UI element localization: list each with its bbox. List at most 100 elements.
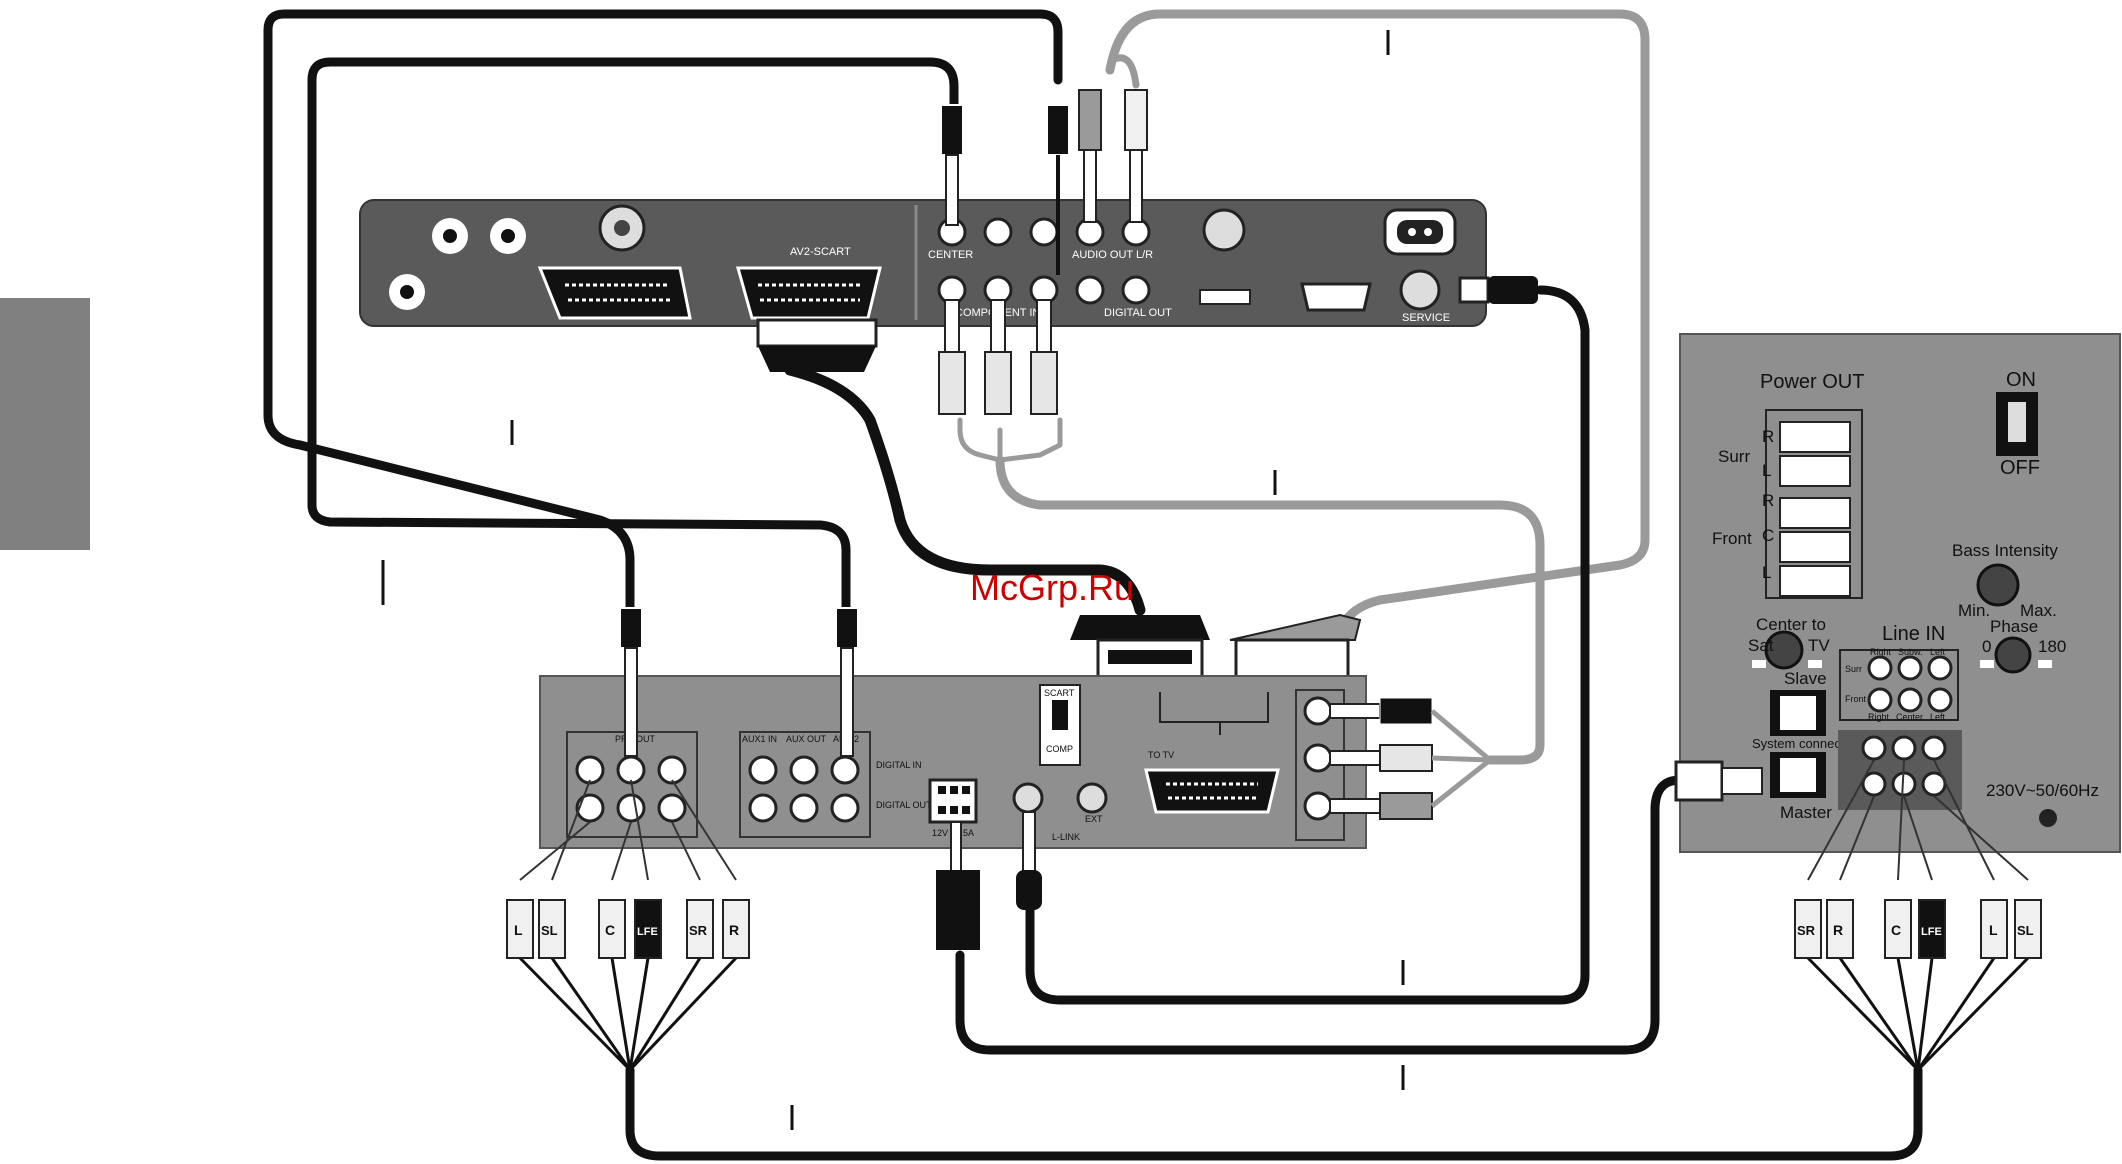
grey-rca-plug <box>1078 89 1102 151</box>
subw-label: Subw. <box>1898 647 1923 657</box>
vga-socket[interactable] <box>1300 282 1372 312</box>
plug-label: C <box>1891 922 1901 938</box>
right-plug-fan: SR R C LFE L SL <box>1794 759 2042 1072</box>
center-label: Center <box>1896 712 1923 722</box>
output-jack[interactable] <box>1861 771 1887 797</box>
plug-lfe <box>634 899 662 959</box>
plug-label: L <box>1989 922 1998 938</box>
pre-out-jack[interactable] <box>616 793 646 823</box>
plug-l <box>1980 899 2008 959</box>
power-out-title: Power OUT <box>1760 371 1864 393</box>
plug-label: SR <box>689 923 708 938</box>
plug-label: C <box>605 922 615 938</box>
bass-intensity-label: Bass Intensity <box>1952 541 2058 560</box>
din-socket[interactable] <box>1202 208 1246 252</box>
plug-label: R <box>1833 922 1843 938</box>
system-connector-label: System connector <box>1752 736 1857 751</box>
l-link-socket[interactable] <box>1012 782 1044 814</box>
mains-socket[interactable] <box>2039 809 2057 827</box>
black-rca-plug <box>1046 104 1070 156</box>
digital-in-jack[interactable] <box>830 755 860 785</box>
output-jack[interactable] <box>1891 735 1917 761</box>
pre-out-jack[interactable] <box>616 755 646 785</box>
plug-sr <box>686 899 714 959</box>
av1-scart-socket[interactable] <box>537 266 692 320</box>
watermark: McGrp.Ru <box>970 567 1134 608</box>
aux-out-label: AUX OUT <box>786 734 827 744</box>
line-in-jack[interactable] <box>1897 655 1923 681</box>
pre-out-jack[interactable] <box>575 793 605 823</box>
plug-label: SR <box>1797 923 1816 938</box>
ext-socket[interactable] <box>1076 782 1108 814</box>
av2-scart-socket[interactable] <box>736 266 882 320</box>
pre-out-jack[interactable] <box>575 755 605 785</box>
ext-label: EXT <box>1085 814 1103 824</box>
master-label: Master <box>1780 803 1832 822</box>
line-in-jack[interactable] <box>1867 655 1893 681</box>
aux-jack[interactable] <box>789 793 819 823</box>
phase-knob[interactable] <box>1994 636 2032 674</box>
r-label: R <box>1762 491 1774 510</box>
rca-jack[interactable] <box>983 217 1013 247</box>
pb-jack[interactable] <box>1303 743 1333 773</box>
terminal[interactable] <box>1779 455 1851 487</box>
line-in-label: Line IN <box>1882 623 1945 645</box>
plug-c <box>598 899 626 959</box>
terminal[interactable] <box>1779 531 1851 563</box>
output-jack[interactable] <box>1921 735 1947 761</box>
plug-label: SL <box>541 923 558 938</box>
plug-c <box>1884 899 1912 959</box>
plug-sr <box>1794 899 1822 959</box>
pre-out-jack[interactable] <box>657 755 687 785</box>
right-label: Right <box>1868 712 1890 722</box>
line-in-jack[interactable] <box>1927 687 1953 713</box>
rca-jack[interactable] <box>1075 275 1105 305</box>
to-tv-scart-socket[interactable] <box>1144 768 1280 814</box>
service-label: SERVICE <box>1402 312 1450 324</box>
left-label: Left <box>1930 647 1946 657</box>
front-row-label: Front <box>1845 694 1867 704</box>
terminal[interactable] <box>1779 565 1851 597</box>
left-label: Left <box>1930 712 1946 722</box>
center-to-switch[interactable] <box>1764 630 1804 670</box>
line-in-jack[interactable] <box>1897 687 1923 713</box>
mains-label: 230V~50/60Hz <box>1986 781 2099 800</box>
tv-rear-panel: AV2-SCART CENTER AUDIO OUT L/R COMPONENT… <box>359 199 1487 327</box>
cables <box>263 9 1923 1161</box>
plug-sl <box>2014 899 2042 959</box>
tv-label: TV <box>1808 636 1830 655</box>
service-socket[interactable] <box>1399 269 1441 311</box>
plug-label: LFE <box>1921 926 1942 938</box>
line-in-jack[interactable] <box>1867 687 1893 713</box>
digital-out-jack[interactable] <box>1121 275 1151 305</box>
hdmi-socket[interactable] <box>1199 289 1251 305</box>
off-label: OFF <box>2000 457 2040 479</box>
line-in-jack[interactable] <box>1927 655 1953 681</box>
aux-jack[interactable] <box>789 755 819 785</box>
l-link-label: L-LINK <box>1052 832 1080 842</box>
plug-label: SL <box>2017 923 2034 938</box>
switch-top-label: SCART <box>1044 688 1075 698</box>
y-jack[interactable] <box>1303 696 1333 726</box>
aux-jack[interactable] <box>748 755 778 785</box>
sub-output-jacks <box>1861 735 1947 797</box>
master-plug <box>1674 760 1763 802</box>
terminal[interactable] <box>1779 497 1851 529</box>
r-label: R <box>1762 427 1774 446</box>
output-jack[interactable] <box>1861 735 1887 761</box>
to-tv-label: TO TV <box>1148 750 1174 760</box>
bass-intensity-knob[interactable] <box>1976 563 2020 607</box>
digital-out-jack[interactable] <box>830 793 860 823</box>
terminal[interactable] <box>1779 421 1851 453</box>
rca-top-row <box>937 217 1151 247</box>
av2-scart-label: AV2-SCART <box>790 246 851 258</box>
pr-jack[interactable] <box>1303 791 1333 821</box>
slave-label: Slave <box>1784 669 1827 688</box>
plug-label: LFE <box>637 926 658 938</box>
pre-out-jack[interactable] <box>657 793 687 823</box>
aux-jack[interactable] <box>748 793 778 823</box>
l-label: L <box>1762 563 1771 582</box>
plug-r <box>722 899 750 959</box>
white-rca-plug <box>1124 89 1148 151</box>
rca-jack[interactable] <box>1029 217 1059 247</box>
